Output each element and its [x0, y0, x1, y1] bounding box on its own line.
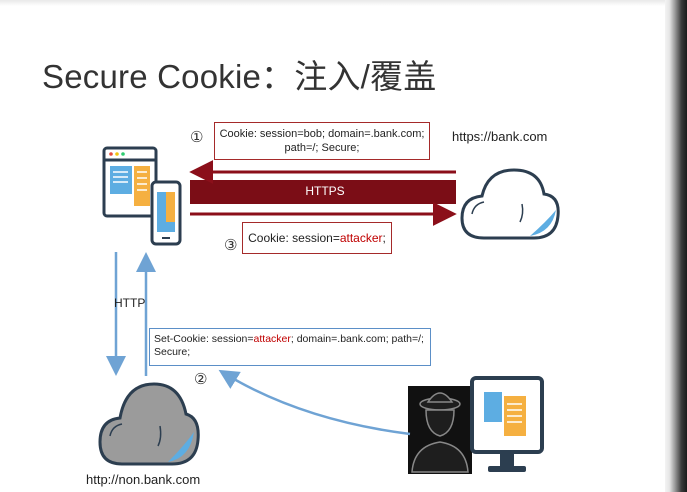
cookie-box-step3-attacker-value: attacker [339, 231, 383, 245]
step-3-number: ③ [224, 237, 238, 254]
https-bar [190, 180, 456, 204]
set-cookie-attacker-value: attacker [253, 333, 291, 345]
step-1-number: ① [190, 129, 204, 146]
step-2-number: ② [194, 371, 208, 388]
arrow-attacker-to-nonbank [218, 369, 411, 436]
bank-url-label: https://bank.com [452, 129, 548, 144]
set-cookie-suffix: ; domain=.bank.com; path=/; [290, 333, 424, 345]
set-cookie-prefix: Set-Cookie: session= [154, 333, 254, 345]
cookie-box-step1-line1: Cookie: session=bob; domain=.bank.com; [219, 128, 425, 140]
non-bank-url-label: http://non.bank.com [86, 472, 201, 487]
slide-right-edge [665, 0, 687, 492]
client-device-icon [102, 146, 182, 246]
set-cookie-line2: Secure; [154, 346, 191, 358]
slide-title: Secure Cookie：注入/覆盖 [42, 58, 437, 95]
attacker-icon [408, 376, 544, 474]
browser-window-icon [102, 146, 158, 218]
cookie-box-step1: Cookie: session=bob; domain=.bank.com; p… [214, 122, 430, 160]
https-bar-label: HTTPS [305, 184, 345, 198]
cookie-box-step1-line2: path=/; Secure; [284, 142, 360, 154]
cookie-box-step3-prefix: Cookie: session= [248, 231, 340, 245]
cookie-box-step3: Cookie: session=attacker; [242, 222, 392, 254]
set-cookie-box: Set-Cookie: session=attacker; domain=.ba… [149, 328, 431, 366]
slide-top-edge [0, 0, 687, 6]
non-bank-cloud-icon [98, 382, 200, 466]
attacker-monitor-icon [470, 376, 544, 472]
phone-icon [150, 180, 182, 246]
http-label: HTTP [114, 296, 146, 310]
bank-cloud-icon [460, 168, 560, 240]
cookie-box-step3-suffix: ; [382, 231, 386, 245]
